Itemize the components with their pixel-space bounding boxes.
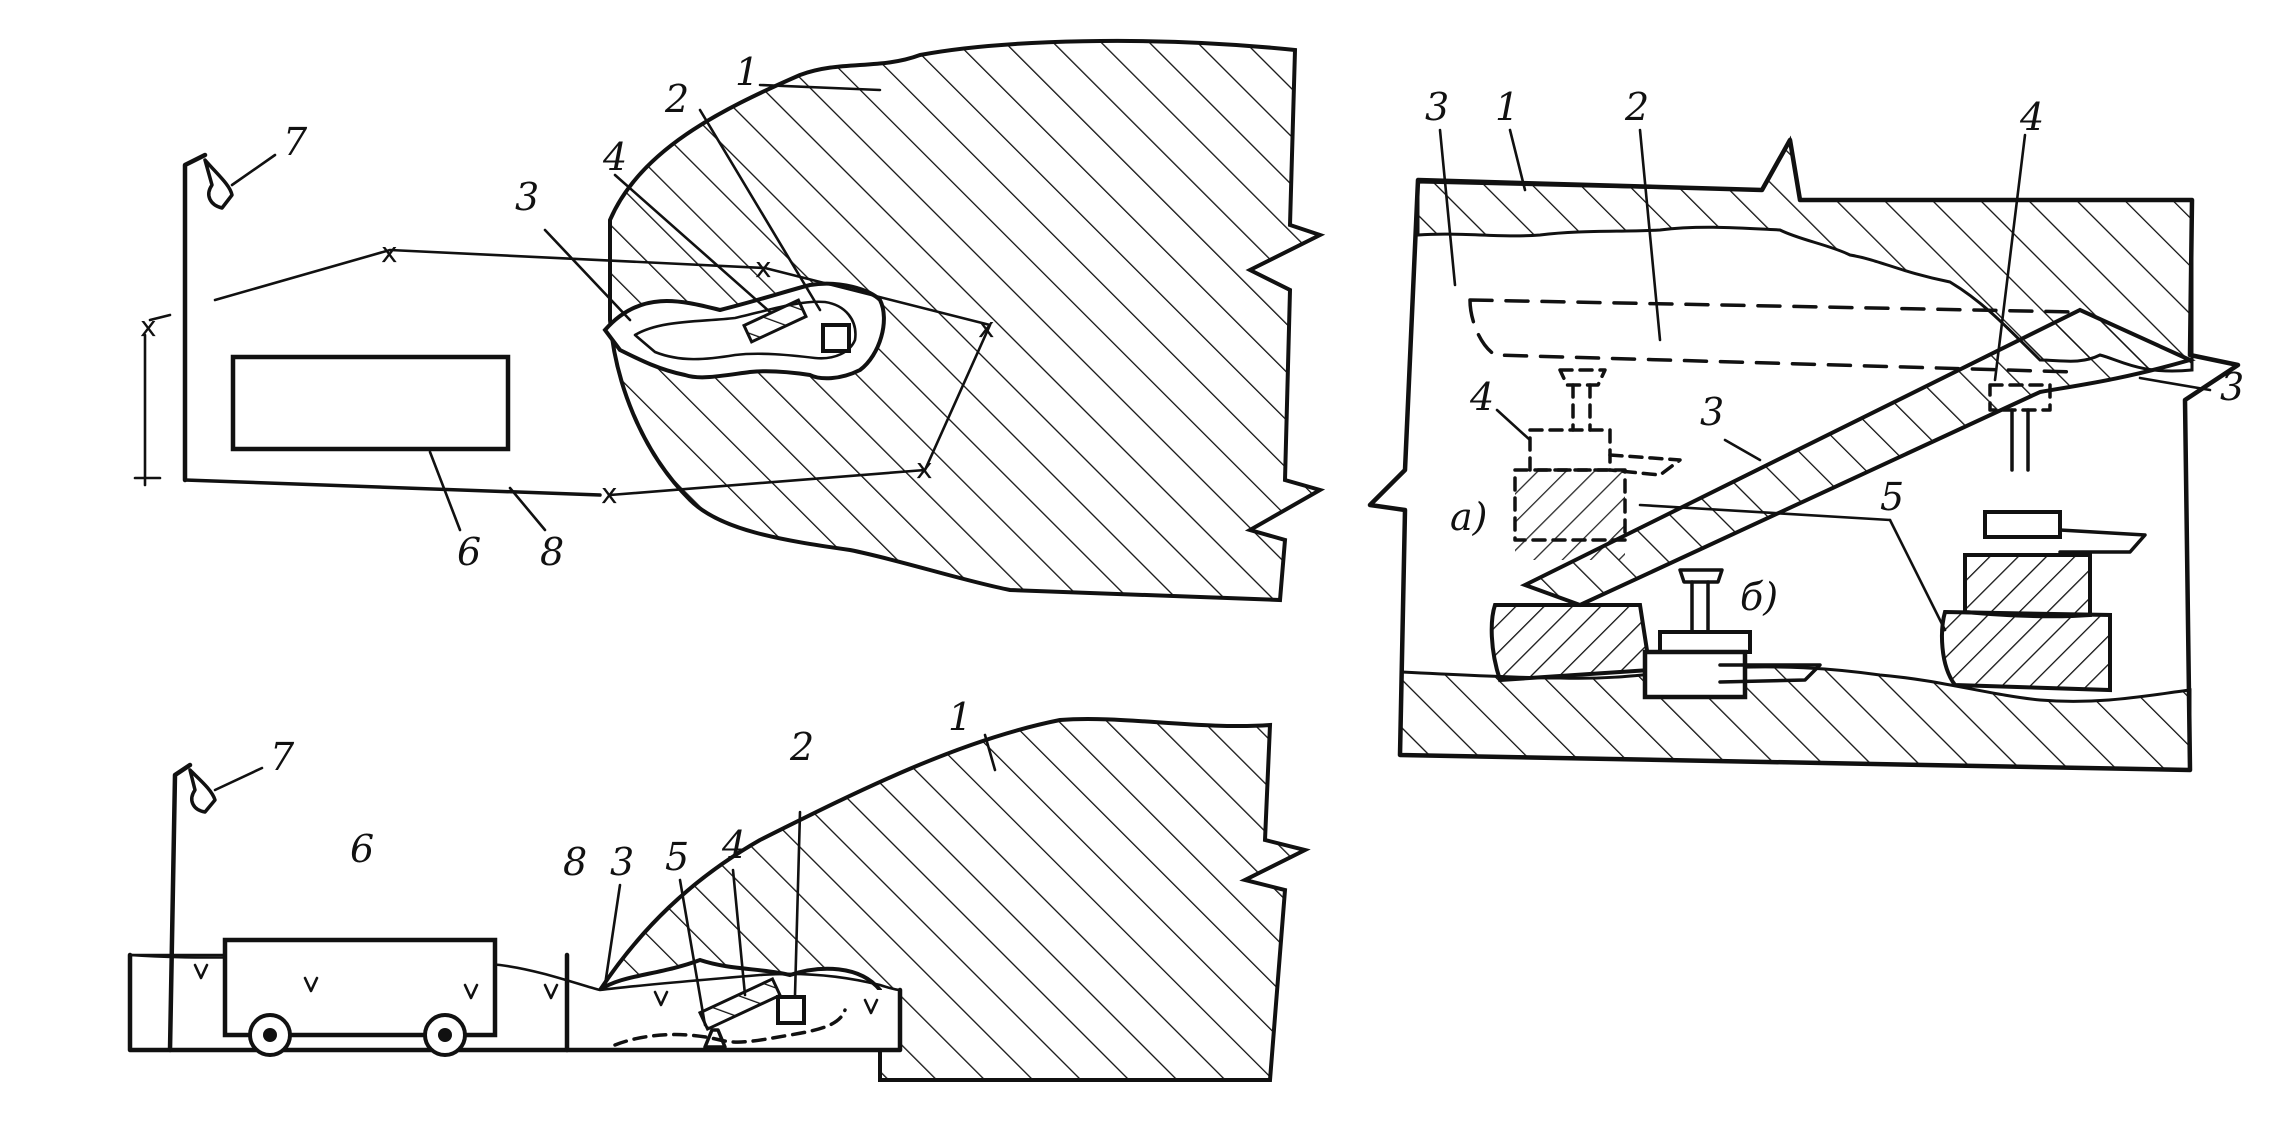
surface-marks (193, 963, 879, 1015)
label-3-mid: 3 (1700, 390, 1724, 434)
label-7: 7 (283, 120, 308, 164)
leader-8 (508, 486, 547, 532)
baseline-8 (183, 478, 602, 497)
leader-3-right (2138, 376, 2212, 392)
leader-4 (613, 173, 772, 314)
pocket-inner-contour (633, 300, 857, 361)
drill-5 (703, 1028, 727, 1049)
lamp-7-section (188, 768, 217, 814)
machine-b (1642, 568, 1822, 700)
machine-base-left (1489, 603, 1653, 683)
label-1-section: 1 (948, 695, 972, 739)
equipment-2-section (776, 995, 806, 1025)
leader-3-section (603, 883, 622, 987)
label-variant-a: а) (1450, 495, 1487, 539)
label-6-section: 6 (350, 827, 374, 871)
machine-a (1513, 368, 1682, 560)
wagon-wheel-left-hub (263, 1028, 277, 1042)
fence-mark: x (978, 311, 995, 344)
leader-5-section (678, 878, 707, 1027)
inclined-slab (1519, 307, 2196, 608)
label-1-top: 1 (1495, 85, 1519, 129)
leader-5 (1638, 503, 1892, 522)
fence-mark: x (916, 452, 933, 485)
leader-1 (758, 83, 882, 92)
leader-7-section (213, 766, 264, 792)
leader-2-top (1638, 128, 1662, 342)
leader-3-mid (1723, 438, 1762, 462)
leader-4-left (1495, 408, 1532, 442)
leader-5b (1888, 518, 1947, 632)
leader-3 (543, 228, 632, 322)
leader-6 (428, 450, 462, 532)
label-3-right: 3 (2220, 365, 2244, 409)
label-5: 5 (1880, 475, 1904, 519)
fence-mark: x (755, 251, 772, 284)
fence-line (213, 248, 992, 497)
leader-2-section (793, 810, 802, 997)
label-4-section: 4 (721, 823, 746, 867)
label-6: 6 (457, 530, 481, 574)
leader-3-top (1438, 128, 1457, 287)
label-4-left: 4 (1469, 375, 1494, 419)
fence-mark: x (601, 477, 618, 510)
leader-1-top (1508, 128, 1527, 192)
label-3-section: 3 (610, 840, 634, 884)
machine-a-body (1515, 470, 1625, 560)
site-boundary (182, 152, 208, 483)
section-view: 1 2 3 4 5 6 7 8 (127, 695, 1311, 1082)
label-8: 8 (540, 530, 564, 574)
label-4-top: 4 (2019, 95, 2044, 139)
rock-section (598, 716, 1311, 1082)
label-2-top: 2 (1624, 85, 1649, 129)
dimension-tick-top (148, 313, 172, 322)
ground-profile (127, 952, 903, 1053)
lamp-post-7 (167, 762, 193, 1053)
label-1: 1 (735, 50, 759, 94)
fence-mark: x (381, 236, 398, 269)
fence-mark: x (140, 310, 157, 343)
label-5-section: 5 (665, 835, 689, 879)
rock-mass (608, 38, 1326, 603)
lamp-7 (203, 158, 234, 210)
leader-2 (698, 108, 822, 312)
bench-3-dashed (1468, 298, 2077, 374)
wagon-wheel-right-hub (438, 1028, 452, 1042)
leader-4-top (1993, 133, 2027, 382)
pocket-dashed (613, 1008, 847, 1047)
label-3-top: 3 (1425, 85, 1449, 129)
excavation-pocket (602, 281, 886, 381)
label-2-section: 2 (789, 725, 814, 769)
leader-1-section (983, 733, 997, 772)
label-4: 4 (602, 135, 627, 179)
building-6 (230, 354, 511, 452)
label-3: 3 (515, 175, 539, 219)
label-7-section: 7 (270, 735, 295, 779)
label-8-section: 8 (563, 840, 587, 884)
leader-4-section (731, 868, 747, 997)
equipment-2 (821, 323, 851, 353)
label-variant-b: б) (1740, 575, 1778, 619)
chamber-view: 3 1 2 4 4 3 3 5 а) б) (1367, 85, 2244, 773)
machine-right (1940, 383, 2147, 693)
label-2: 2 (664, 77, 689, 121)
conveyor-4 (742, 298, 808, 344)
leader-7 (230, 153, 277, 187)
plan-view: x x x x x x 1 2 3 4 6 7 8 (133, 38, 1326, 603)
